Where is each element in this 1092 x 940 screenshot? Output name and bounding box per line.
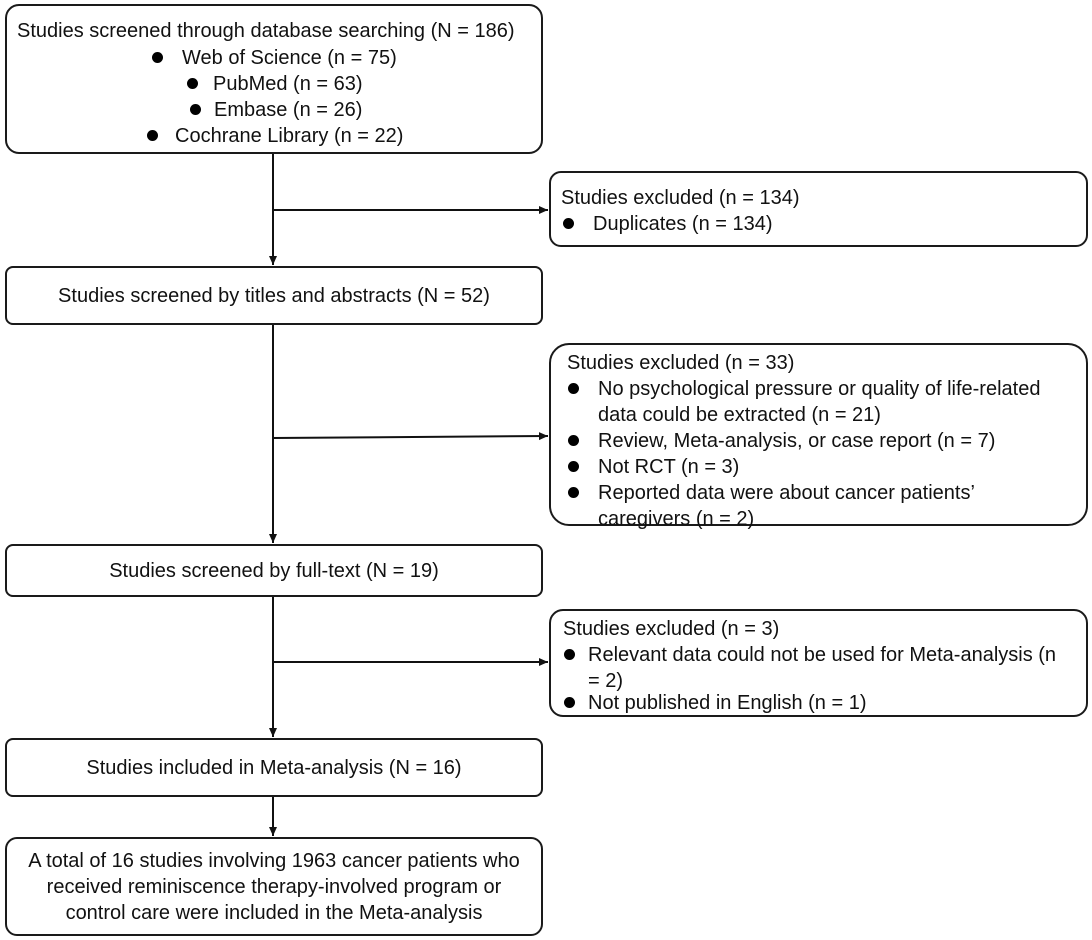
title-abstract-screening-box: Studies screened by titles and abstracts… — [5, 266, 543, 325]
included-studies-label: Studies included in Meta-analysis (N = 1… — [86, 756, 462, 779]
bullet-icon — [147, 130, 158, 141]
bullet-icon — [568, 487, 579, 498]
database-search-box: Studies screened through database search… — [5, 4, 543, 154]
source-cochrane: Cochrane Library (n = 22) — [175, 125, 404, 147]
list-item: Not RCT (n = 3) — [568, 454, 739, 480]
bullet-icon — [568, 435, 579, 446]
exclusion-reason: Not RCT (n = 3) — [598, 456, 740, 478]
exclusion-title: Studies excluded (n = 134) — [561, 187, 800, 209]
bullet-icon — [190, 104, 201, 115]
database-search-title: Studies screened through database search… — [17, 20, 515, 42]
exclusion-box-full-text: Studies excluded (n = 3) Relevant data c… — [549, 609, 1088, 717]
list-item: Cochrane Library (n = 22) — [147, 123, 403, 149]
bullet-icon — [563, 218, 574, 229]
list-item: Web of Science (n = 75) — [152, 45, 397, 71]
arrow-to-exclude2 — [272, 432, 549, 441]
title-abstract-screening-label: Studies screened by titles and abstracts… — [58, 284, 490, 307]
bullet-icon — [564, 697, 575, 708]
source-pubmed: PubMed (n = 63) — [213, 73, 363, 95]
list-item: No psychological pressure or quality of … — [568, 376, 1040, 428]
exclusion-reason: Not published in English (n = 1) — [588, 692, 867, 714]
bullet-icon — [564, 649, 575, 660]
exclusion-title: Studies excluded (n = 33) — [567, 352, 795, 374]
full-text-screening-box: Studies screened by full-text (N = 19) — [5, 544, 543, 597]
final-summary-box: A total of 16 studies involving 1963 can… — [5, 837, 543, 936]
exclusion-reason-cont: = 2) — [588, 670, 624, 692]
summary-line: received reminiscence therapy-involved p… — [46, 875, 502, 898]
summary-line: control care were included in the Meta-a… — [65, 901, 483, 924]
bullet-icon — [568, 461, 579, 472]
final-summary-text: A total of 16 studies involving 1963 can… — [28, 848, 519, 926]
exclusion-reason: No psychological pressure or quality of … — [598, 378, 1041, 400]
exclusion-reason: Review, Meta-analysis, or case report (n… — [598, 430, 996, 452]
bullet-icon — [568, 383, 579, 394]
list-item: Not published in English (n = 1) — [564, 690, 867, 716]
exclusion-reason: Relevant data could not be used for Meta… — [588, 644, 1057, 666]
exclusion-reason-cont: data could be extracted (n = 21) — [598, 404, 881, 426]
bullet-icon — [187, 78, 198, 89]
included-studies-box: Studies included in Meta-analysis (N = 1… — [5, 738, 543, 797]
exclusion-box-title-abstract: Studies excluded (n = 33) No psychologic… — [549, 343, 1088, 530]
exclusion-reason: Duplicates (n = 134) — [593, 213, 773, 235]
bullet-icon — [152, 52, 163, 63]
list-item: Reported data were about cancer patients… — [568, 480, 975, 532]
list-item: PubMed (n = 63) — [187, 71, 363, 97]
list-item: Review, Meta-analysis, or case report (n… — [568, 428, 995, 454]
exclusion-box-duplicates: Studies excluded (n = 134) Duplicates (n… — [549, 171, 1088, 247]
exclusion-reason: Reported data were about cancer patients… — [598, 482, 975, 504]
exclusion-reason-cont: caregivers (n = 2) — [598, 508, 755, 530]
source-web-of-science: Web of Science (n = 75) — [182, 47, 397, 69]
list-item: Duplicates (n = 134) — [563, 211, 773, 237]
summary-line: A total of 16 studies involving 1963 can… — [28, 849, 520, 872]
list-item: Relevant data could not be used for Meta… — [564, 642, 1056, 694]
exclusion-title: Studies excluded (n = 3) — [563, 618, 780, 640]
full-text-screening-label: Studies screened by full-text (N = 19) — [109, 559, 439, 582]
list-item: Embase (n = 26) — [190, 97, 362, 123]
source-embase: Embase (n = 26) — [214, 99, 363, 121]
